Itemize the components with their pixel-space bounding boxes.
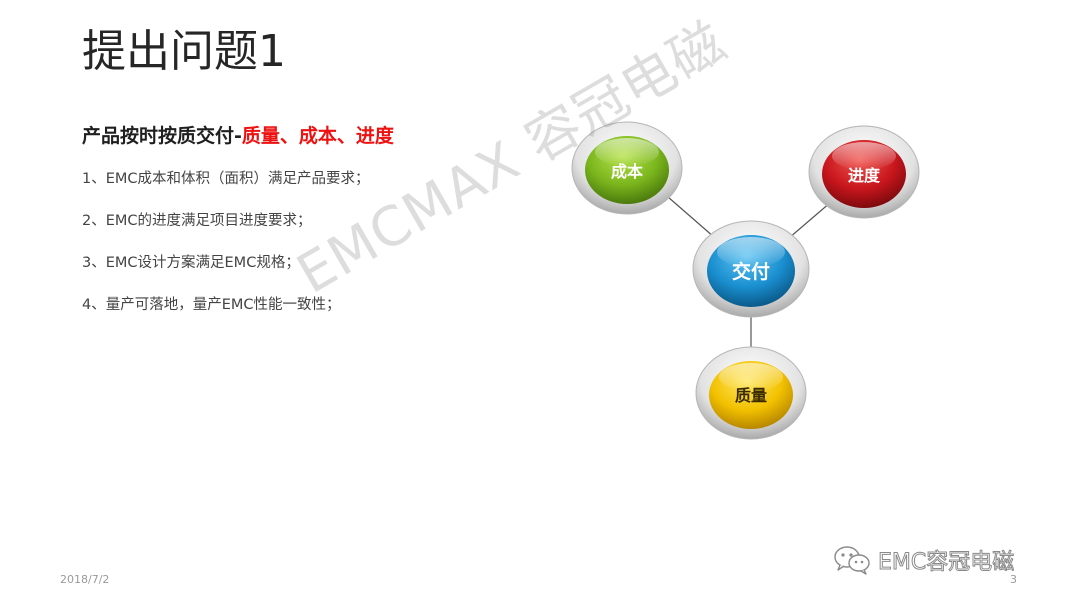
subtitle-accent: 质量、成本、进度 xyxy=(241,125,394,147)
bullet-item-2: 2、EMC的进度满足项目进度要求； xyxy=(82,213,312,229)
subtitle-prefix: 产品按时按质交付- xyxy=(82,125,242,147)
subtitle: 产品按时按质交付-质量、成本、进度 xyxy=(82,122,394,150)
page-number: 3 xyxy=(1010,573,1017,586)
node-delivery: 交付 xyxy=(692,220,810,318)
node-cost: 成本 xyxy=(571,121,683,215)
bullet-item-4: 4、量产可落地，量产EMC性能一致性； xyxy=(82,297,341,313)
footer-date: 2018/7/2 xyxy=(60,573,110,586)
node-quality-label: 质量 xyxy=(735,386,767,405)
wechat-icon xyxy=(834,546,870,575)
node-delivery-label: 交付 xyxy=(732,260,770,283)
node-quality: 质量 xyxy=(695,346,807,440)
bullet-item-1: 1、EMC成本和体积（面积）满足产品要求； xyxy=(82,171,370,187)
brand-name: EMC容冠电磁 xyxy=(877,550,1015,576)
node-cost-label: 成本 xyxy=(611,162,643,181)
node-schedule-label: 进度 xyxy=(848,166,881,185)
node-schedule: 进度 xyxy=(808,125,920,219)
bullet-list: 1、EMC成本和体积（面积）满足产品要求； 2、EMC的进度满足项目进度要求； … xyxy=(82,168,370,336)
bullet-item-3: 3、EMC设计方案满足EMC规格； xyxy=(82,255,300,271)
brand-mark: EMC容冠电磁 xyxy=(832,542,1015,578)
page-title: 提出问题1 xyxy=(82,26,286,77)
